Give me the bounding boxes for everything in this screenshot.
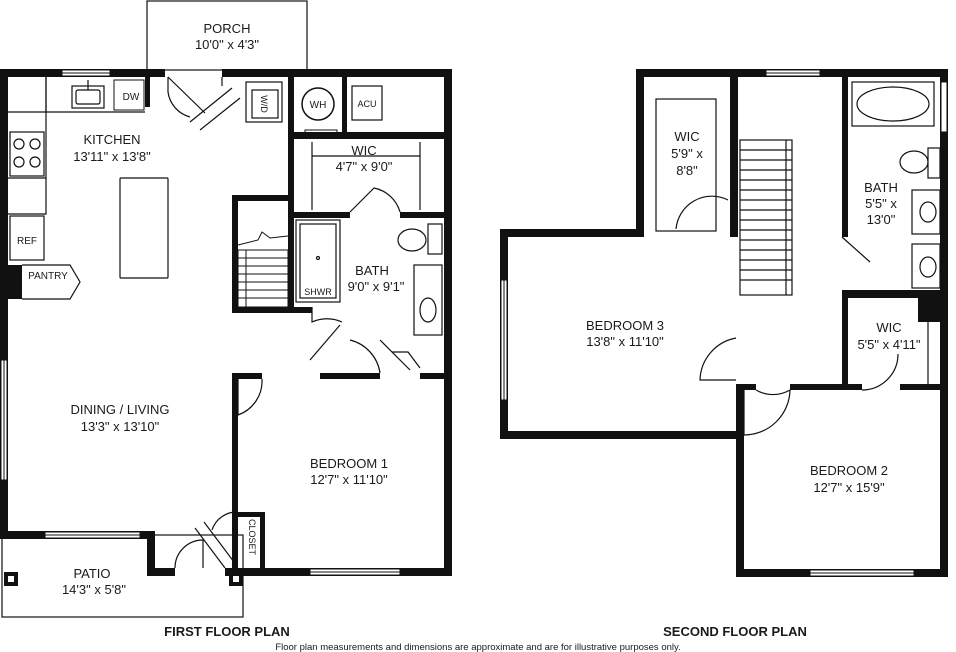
bedroom2-label: BEDROOM 2 [810,463,888,478]
bedroom2-size: 12'7" x 15'9" [813,480,885,495]
pantry-outline [22,264,81,300]
second-floor-plan: WIC 5'9" x 8'8" BATH 5'5" x 13'0" BEDROO… [500,69,948,639]
kitchen-label: KITCHEN [83,132,140,147]
bedroom3-label: BEDROOM 3 [586,318,664,333]
second-floor-title: SECOND FLOOR PLAN [663,624,807,639]
first-bath-label: BATH [355,263,389,278]
second-floor-windows [500,69,948,577]
first-floor-wic-details [311,142,421,213]
washer-dryer-icon [245,81,283,123]
first-wic-size: 4'7" x 9'0" [336,159,393,174]
pantry-label: PANTRY [28,271,68,282]
first-floor-doors [174,339,381,569]
second-bath-label: BATH [864,180,898,195]
closet-label: CLOSET [247,519,257,556]
second-wic2-label: WIC [876,320,901,335]
porch-size: 10'0" x 4'3" [195,37,259,52]
first-bath-size: 9'0" x 9'1" [348,279,405,294]
shower-label: SHWR [304,287,332,297]
stove-icon [9,131,45,177]
patio-label: PATIO [73,566,110,581]
second-floor-interior-walls [730,77,948,390]
first-floor-plan: PORCH 10'0" x 4'3" KITCHEN 13'11" x 13'8… [0,0,452,639]
dishwasher-label: DW [123,92,140,103]
first-wic-label: WIC [351,143,376,158]
patio-outline [1,534,244,618]
first-floor-title: FIRST FLOOR PLAN [164,624,290,639]
water-heater-icon [301,87,335,121]
refrigerator-icon [9,215,45,261]
second-bath-size-b: 13'0" [867,212,896,227]
second-bath-size-a: 5'5" x [865,196,897,211]
first-floor-windows [0,69,401,576]
first-floor-interior-walls [0,77,444,568]
entry-door-icon [167,76,241,131]
first-floor-bath-fixtures [295,219,443,371]
second-wic1-label: WIC [674,129,699,144]
patio-size: 14'3" x 5'8" [62,582,126,597]
dining-living-label: DINING / LIVING [71,402,170,417]
kitchen-sink-icon [71,80,105,109]
second-wic1-size-b: 8'8" [676,163,698,178]
acu-icon [351,85,383,121]
kitchen-size: 13'11" x 13'8" [73,149,151,164]
refrigerator-label: REF [17,236,37,247]
first-floor-stairs [237,231,289,308]
second-wic1-size-a: 5'9" x [671,146,703,161]
second-floor-details [655,81,941,436]
disclaimer-text: Floor plan measurements and dimensions a… [275,642,680,652]
porch-label: PORCH [204,21,251,36]
bedroom1-size: 12'7" x 11'10" [310,472,388,487]
bedroom3-size: 13'8" x 11'10" [586,334,664,349]
kitchen-counters [8,77,169,279]
first-floor-exterior-walls [0,69,452,576]
patio-posts [4,572,243,586]
bedroom1-label: BEDROOM 1 [310,456,388,471]
dining-living-size: 13'3" x 13'10" [81,419,160,434]
dishwasher-outline [113,79,145,111]
second-wic2-size: 5'5" x 4'11" [857,337,920,352]
water-heater-label: WH [310,100,327,111]
acu-label: ACU [357,99,376,109]
washer-dryer-label: W/D [259,95,269,113]
